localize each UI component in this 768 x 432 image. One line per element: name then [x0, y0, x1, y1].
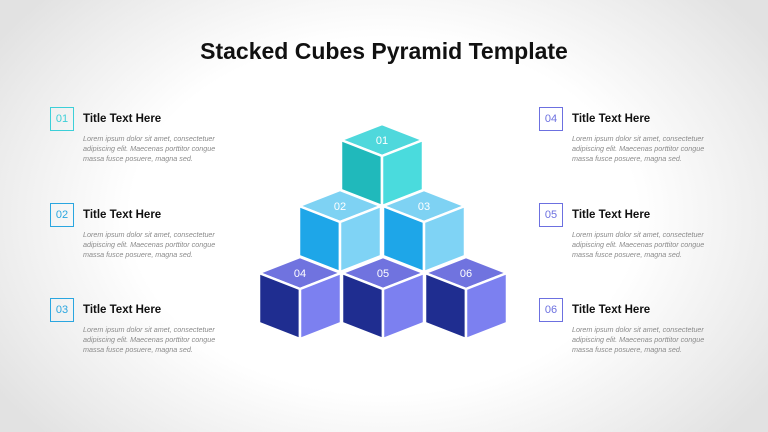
item-description: Lorem ipsum dolor sit amet, consectetuer… [572, 325, 705, 354]
item-04: 04 Title Text Here Lorem ipsum dolor sit… [539, 107, 729, 177]
cube-03: 03 [381, 188, 467, 274]
cube-label: 01 [376, 135, 388, 147]
number-badge: 06 [539, 298, 563, 322]
number-badge: 01 [50, 107, 74, 131]
item-description: Lorem ipsum dolor sit amet, consectetuer… [83, 134, 216, 163]
cube-02: 02 [297, 188, 383, 274]
number-badge: 04 [539, 107, 563, 131]
cube-label: 04 [294, 268, 306, 280]
item-title: Title Text Here [572, 209, 651, 221]
item-03: 03 Title Text Here Lorem ipsum dolor sit… [50, 298, 240, 368]
page-title: Stacked Cubes Pyramid Template [200, 38, 568, 64]
item-02: 02 Title Text Here Lorem ipsum dolor sit… [50, 203, 240, 273]
item-description: Lorem ipsum dolor sit amet, consectetuer… [572, 134, 705, 163]
number-badge: 03 [50, 298, 74, 322]
item-06: 06 Title Text Here Lorem ipsum dolor sit… [539, 298, 729, 368]
item-title: Title Text Here [572, 304, 651, 316]
cube-label: 02 [334, 201, 346, 213]
item-title: Title Text Here [83, 304, 162, 316]
cube-label: 06 [460, 268, 472, 280]
item-description: Lorem ipsum dolor sit amet, consectetuer… [83, 325, 216, 354]
cube-01: 01 [339, 122, 425, 208]
cube-face-right [464, 271, 509, 341]
cube-label: 05 [377, 268, 389, 280]
cube-05: 05 [340, 255, 426, 341]
cube-04: 04 [257, 255, 343, 341]
item-description: Lorem ipsum dolor sit amet, consectetuer… [572, 230, 705, 259]
number-badge: 02 [50, 203, 74, 227]
item-title: Title Text Here [83, 209, 162, 221]
item-title: Title Text Here [83, 113, 162, 125]
cube-06: 06 [423, 255, 509, 341]
item-05: 05 Title Text Here Lorem ipsum dolor sit… [539, 203, 729, 273]
item-description: Lorem ipsum dolor sit amet, consectetuer… [83, 230, 216, 259]
number-badge: 05 [539, 203, 563, 227]
item-title: Title Text Here [572, 113, 651, 125]
item-01: 01 Title Text Here Lorem ipsum dolor sit… [50, 107, 240, 177]
cube-label: 03 [418, 201, 430, 213]
